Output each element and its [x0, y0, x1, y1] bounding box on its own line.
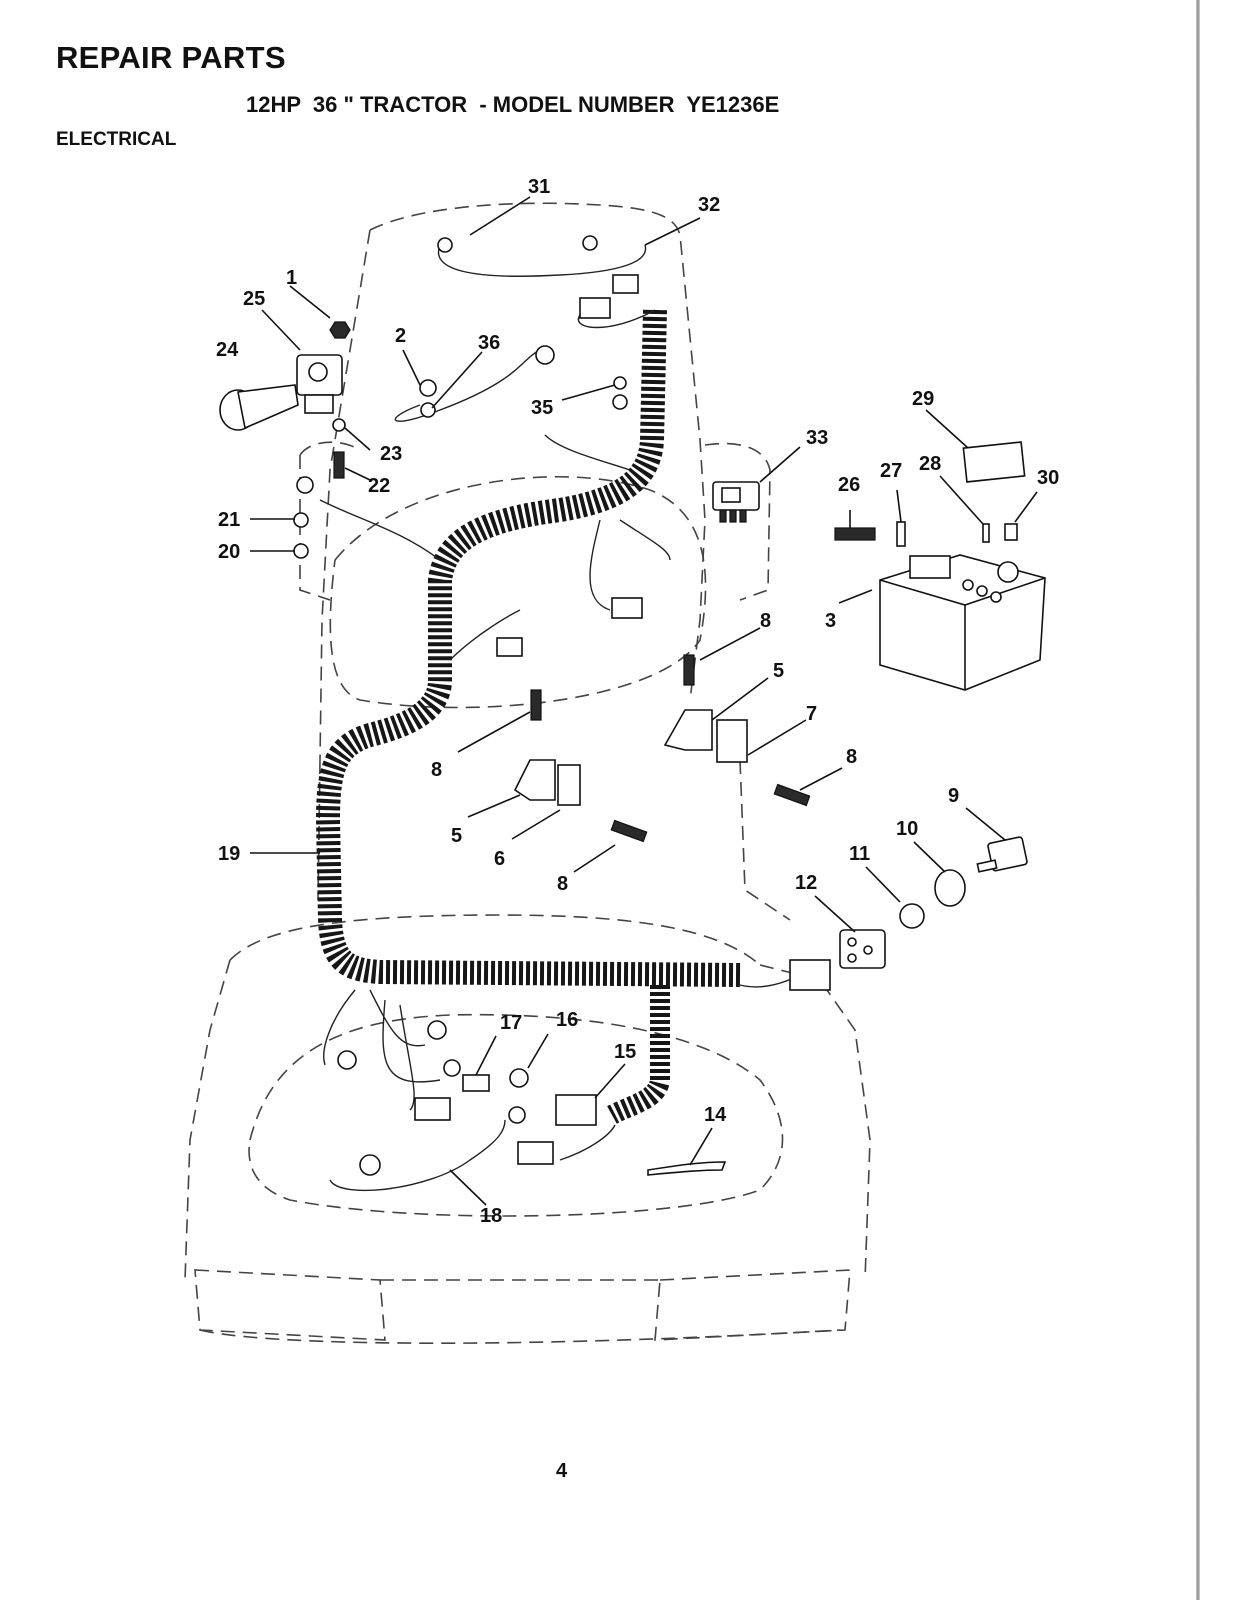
callout-8-bottom: 8 [557, 873, 568, 895]
terminal-part [896, 521, 906, 547]
wire-leads [319, 244, 801, 1192]
callout-8-mid-right: 8 [846, 746, 857, 768]
callout-5-right: 5 [773, 660, 784, 682]
callout-16: 16 [556, 1009, 578, 1031]
callout-30: 30 [1037, 467, 1059, 489]
spacer-part [293, 543, 309, 559]
fuse-part [462, 1074, 490, 1092]
ignition-solenoid-part [296, 354, 343, 414]
callout-9: 9 [948, 785, 959, 807]
wire-harness-branch [607, 985, 670, 1124]
washer-part [293, 512, 309, 528]
tractor-outline [184, 202, 871, 1344]
screw-part [530, 689, 542, 721]
hex-nut-part [509, 1068, 529, 1088]
bolt-part [333, 451, 345, 479]
page-title: REPAIR PARTS [56, 40, 286, 75]
callout-19: 19 [218, 843, 240, 865]
lock-washer-part [332, 418, 346, 432]
ring-terminal-part [535, 345, 555, 365]
callout-11: 11 [849, 843, 870, 865]
callout-35: 35 [531, 397, 553, 419]
callout-36: 36 [478, 332, 500, 354]
callout-12: 12 [795, 872, 817, 894]
ring-terminal-part [443, 1059, 461, 1077]
callout-27: 27 [880, 460, 902, 482]
callout-labels: 1 2 3 5 5 6 7 8 8 8 8 8 9 10 11 12 14 15… [216, 176, 1059, 1227]
callout-22: 22 [368, 475, 390, 497]
callout-21: 21 [218, 509, 240, 531]
callout-23: 23 [380, 443, 402, 465]
callout-6: 6 [494, 848, 505, 870]
battery-bolt-part [834, 527, 876, 541]
bulb-socket-part [437, 237, 453, 253]
terminal-part [982, 523, 990, 543]
ring-terminal-part [612, 394, 628, 410]
ring-terminal-part [296, 476, 314, 494]
pto-switch-part [555, 1094, 597, 1126]
callout-2: 2 [395, 325, 406, 347]
ring-terminal-part [427, 1020, 447, 1040]
battery-pad-part [962, 441, 1026, 483]
ring-terminal-part [359, 1154, 381, 1176]
terminal-part [1004, 523, 1018, 541]
callout-7: 7 [806, 703, 817, 725]
key-part [976, 836, 1028, 873]
ring-terminal-part [420, 402, 436, 418]
connector-part [612, 274, 639, 294]
callout-8-mid-left: 8 [431, 759, 442, 781]
ignition-connector-part [789, 959, 831, 991]
wire-harness-coil [315, 309, 741, 987]
callout-25: 25 [243, 288, 265, 310]
pto-connector-part [517, 1141, 554, 1165]
model-subtitle: 12HP 36 " TRACTOR - MODEL NUMBER YE1236E [246, 92, 780, 117]
connector-part [496, 637, 523, 657]
callout-leaders [250, 196, 1038, 1206]
interlock-switch-part [557, 764, 581, 806]
ring-terminal-part [419, 379, 437, 397]
callout-26: 26 [838, 474, 860, 496]
callout-15: 15 [614, 1041, 636, 1063]
bezel-part [934, 869, 966, 907]
callout-10: 10 [896, 818, 918, 840]
callout-18: 18 [480, 1205, 502, 1227]
callout-3: 3 [825, 610, 836, 632]
callout-31: 31 [528, 176, 550, 198]
ignition-switch-part [839, 929, 886, 969]
screw-part [610, 819, 648, 843]
hex-nut-part [329, 321, 351, 339]
ring-terminal-part [337, 1050, 357, 1070]
ring-terminal-part [508, 1106, 526, 1124]
ring-terminal-part [613, 376, 627, 390]
callout-29: 29 [912, 388, 934, 410]
callout-8-top-right: 8 [760, 610, 771, 632]
connector-part [611, 597, 643, 619]
callout-33: 33 [806, 427, 828, 449]
interlock-switch-part [716, 719, 748, 763]
page-number: 4 [556, 1460, 568, 1482]
callout-1: 1 [286, 267, 297, 289]
solenoid-boot-part [219, 384, 299, 431]
section-label: ELECTRICAL [56, 129, 177, 150]
callout-17: 17 [500, 1012, 522, 1034]
switch-bracket-part [663, 709, 713, 751]
connector-part [579, 297, 611, 319]
bulb-socket-part [582, 235, 598, 251]
screw-part [683, 654, 695, 686]
callout-20: 20 [218, 541, 240, 563]
fuse-holder-part [414, 1097, 451, 1121]
callout-24: 24 [216, 339, 239, 361]
switch-bracket-part [513, 759, 556, 801]
hex-nut-part [899, 903, 925, 929]
screw-part [773, 783, 811, 807]
light-switch-part [712, 481, 760, 523]
battery-part [879, 554, 1046, 691]
callout-32: 32 [698, 194, 720, 216]
callout-28: 28 [919, 453, 941, 475]
cable-tie-part [647, 1161, 727, 1176]
callout-14: 14 [704, 1104, 727, 1126]
callout-5-left: 5 [451, 825, 462, 847]
page-binding-edge [1196, 0, 1200, 1600]
